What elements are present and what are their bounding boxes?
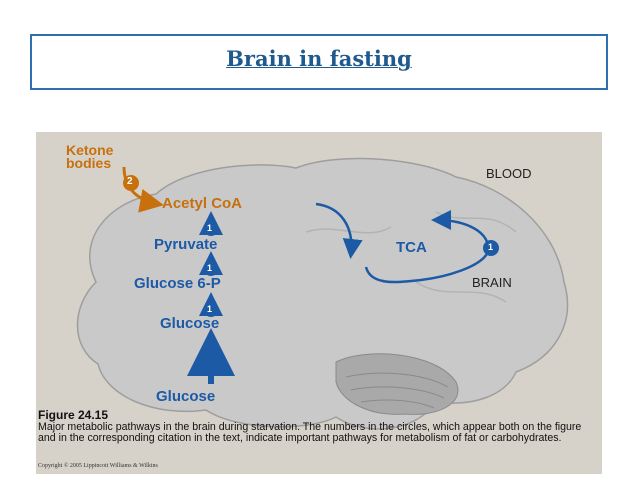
brain-shape [76,157,569,430]
ketone-step-circle [123,175,139,191]
ketone-label: Ketone bodies [66,142,114,171]
glucose-outside-label: Glucose [156,388,216,405]
pyruvate-label: Pyruvate [154,236,218,253]
cerebellum [335,353,459,415]
caption-text: Major metabolic pathways in the brain du… [38,420,582,444]
tca-step-number: 1 [488,242,494,252]
glucose-step-number: 1 [207,304,213,314]
pyruvate-step-number: 1 [207,223,213,233]
glucose-inside-label: Glucose [160,315,220,332]
ketone-step-number: 2 [127,176,133,187]
ketone-arrow [122,166,164,213]
brain-figure: Ketone bodies 2 BLOOD BRAIN Acetyl CoA P… [36,132,602,474]
glucose6p-label: Glucose 6-P [134,275,221,292]
tca-label: TCA [396,239,427,256]
brain-label: BRAIN [472,275,512,290]
glucose6p-step-number: 1 [207,263,213,273]
tca-cycle [364,210,490,284]
blood-label: BLOOD [486,166,532,181]
title-box: Brain in fasting [30,34,608,90]
figure-number: Figure 24.15 [38,408,109,422]
brain-diagram [76,157,569,430]
slide-title: Brain in fasting [226,46,412,71]
figure-caption: Figure 24.15 Major metabolic pathways in… [38,408,600,445]
copyright-text: Copyright © 2005 Lippincott Williams & W… [38,463,158,469]
acetyl-to-tca-arrow [315,202,363,259]
acetyl-coa-label: Acetyl CoA [162,195,243,212]
tca-step-circle [483,240,499,256]
